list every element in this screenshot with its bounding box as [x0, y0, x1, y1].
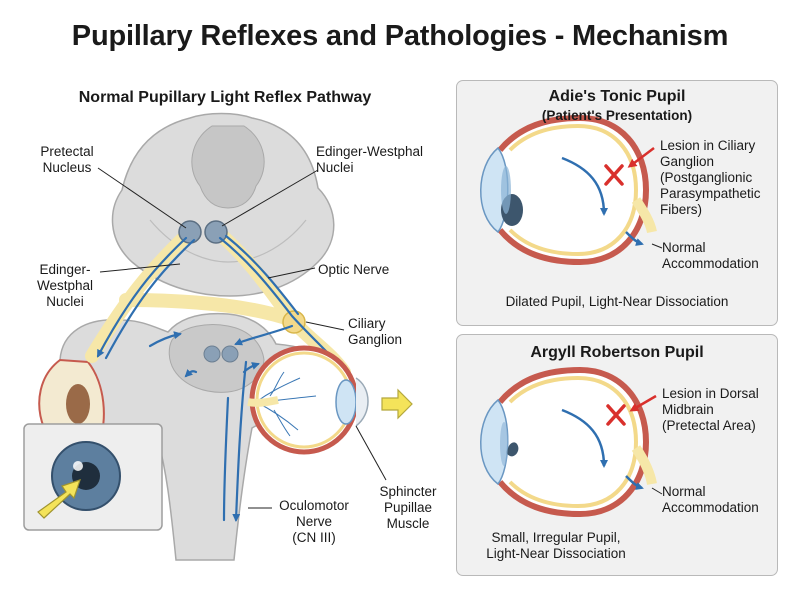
adie-accom-line-1: Normal	[662, 240, 706, 255]
adie-title: Adie's Tonic Pupil	[548, 88, 686, 105]
inset-eye-box	[23, 423, 163, 531]
pretectal-line-2: Nucleus	[42, 160, 92, 175]
right-eye-illustration	[247, 345, 369, 455]
adie-caption: Dilated Pupil, Light-Near Dissociation	[505, 294, 729, 309]
adie-lesion-label: Lesion in Ciliary Ganglion (Postganglion…	[660, 138, 776, 218]
pretectal-nucleus-label: Pretectal Nucleus	[22, 144, 112, 176]
oculomotor-line-3: (CN III)	[292, 530, 336, 545]
ciliary-line-2: Ganglion	[348, 332, 403, 347]
ciliary-ganglion-node	[282, 310, 306, 334]
argyll-lesion-label: Lesion in Dorsal Midbrain (Pretectal Are…	[662, 386, 776, 434]
adie-accom-line-2: Accommodation	[662, 256, 759, 271]
adie-subtitle: (Patient's Presentation)	[541, 108, 693, 123]
argyll-accom-line-2: Accommodation	[662, 500, 759, 515]
argyll-lesion-line-3: (Pretectal Area)	[662, 418, 756, 433]
oculomotor-line-1: Oculomotor	[279, 498, 349, 513]
argyll-lesion-line-1: Lesion in Dorsal	[662, 386, 759, 401]
adie-accommodation-label: Normal Accommodation	[662, 240, 774, 272]
adie-lesion-line-3: (Postganglionic	[660, 170, 753, 185]
transition-arrow-icon	[381, 388, 413, 420]
oculomotor-line-2: Nerve	[295, 514, 332, 529]
sphincter-pupillae-label: Sphincter Pupillae Muscle	[366, 484, 450, 532]
edinger-westphal-left-label: Edinger- Westphal Nuclei	[26, 262, 104, 310]
pathway-heading: Normal Pupillary Light Reflex Pathway	[78, 89, 372, 106]
argyll-caption-line-1: Small, Irregular Pupil,	[491, 530, 621, 545]
adie-lesion-line-4: Parasympathetic	[660, 186, 761, 201]
argyll-eye-illustration	[480, 366, 663, 518]
argyll-accommodation-label: Normal Accommodation	[662, 484, 774, 516]
ew-top-line-2: Nuclei	[316, 160, 354, 175]
argyll-lesion-line-2: Midbrain	[662, 402, 714, 417]
ew-left-line-1: Edinger-	[39, 262, 91, 277]
ciliary-line-1: Ciliary	[348, 316, 386, 331]
pretectal-line-1: Pretectal	[40, 144, 94, 159]
sphincter-line-1: Sphincter	[379, 484, 437, 499]
page-title: Pupillary Reflexes and Pathologies - Mec…	[71, 20, 729, 52]
argyll-caption: Small, Irregular Pupil, Light-Near Disso…	[456, 530, 656, 562]
adie-lesion-line-1: Lesion in Ciliary	[660, 138, 756, 153]
argyll-title: Argyll Robertson Pupil	[530, 344, 704, 361]
oculomotor-nerve-label: Oculomotor Nerve (CN III)	[272, 498, 356, 546]
sphincter-line-2: Pupillae	[383, 500, 433, 515]
adie-lesion-line-2: Ganglion	[660, 154, 715, 169]
leader-lines	[97, 167, 387, 509]
ew-left-line-2: Westphal	[36, 278, 94, 293]
argyll-accom-line-1: Normal	[662, 484, 706, 499]
argyll-caption-line-2: Light-Near Dissociation	[486, 546, 626, 561]
ciliary-ganglion-label: Ciliary Ganglion	[348, 316, 438, 348]
ew-top-line-1: Edinger-Westphal	[316, 144, 424, 159]
adie-lesion-line-5: Fibers)	[660, 202, 703, 217]
ew-left-line-3: Nuclei	[46, 294, 84, 309]
edinger-westphal-top-label: Edinger-Westphal Nuclei	[316, 144, 456, 176]
sphincter-line-3: Muscle	[386, 516, 430, 531]
adie-eye-illustration	[480, 114, 663, 266]
optic-nerve-label: Optic Nerve	[318, 262, 390, 277]
